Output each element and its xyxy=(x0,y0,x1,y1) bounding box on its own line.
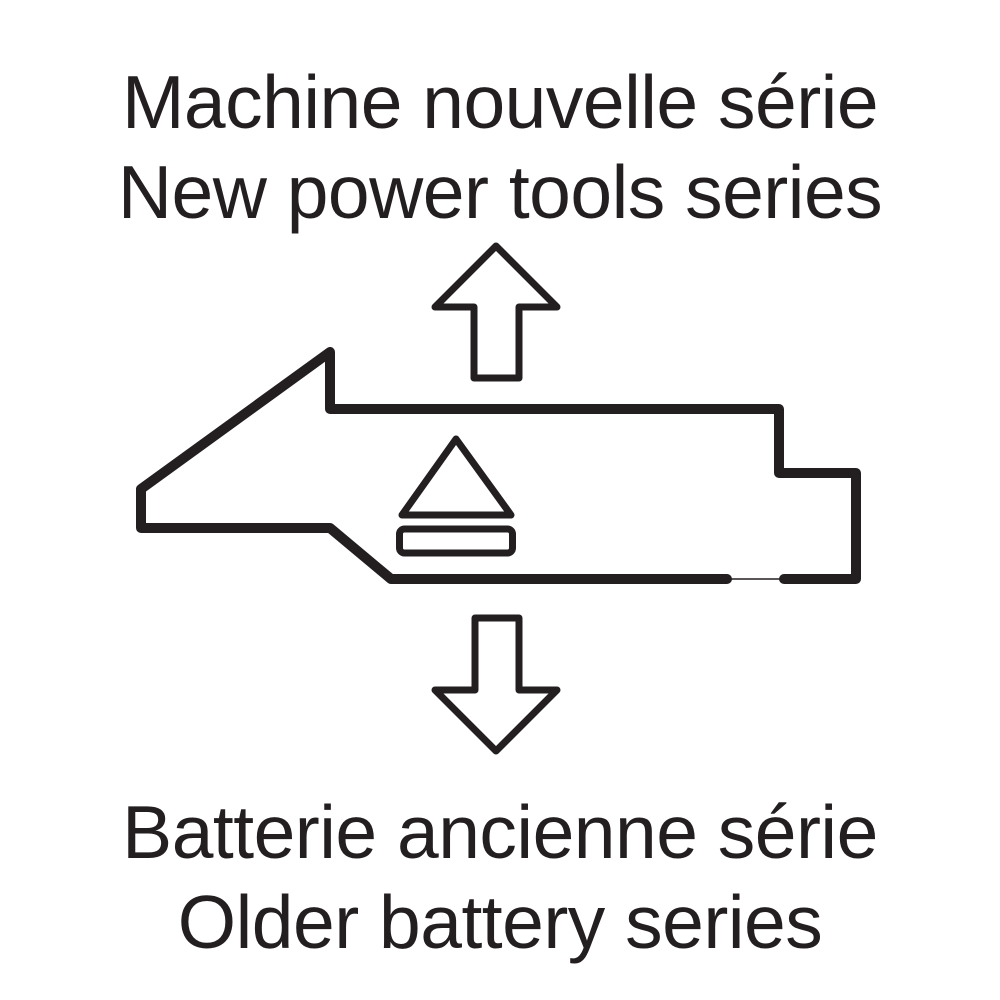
top-caption-french: Machine nouvelle série xyxy=(121,60,879,144)
bottom-caption-english: Older battery series xyxy=(177,880,823,964)
down-arrow-icon xyxy=(431,614,561,755)
top-caption-english: New power tools series xyxy=(117,150,883,234)
bottom-caption-french: Batterie ancienne série xyxy=(122,790,878,874)
eject-symbol-icon xyxy=(396,435,516,557)
top-caption: Machine nouvelle série New power tools s… xyxy=(0,57,1000,237)
battery-pack-icon xyxy=(136,347,861,584)
up-arrow-icon xyxy=(431,242,561,382)
bottom-caption: Batterie ancienne série Older battery se… xyxy=(0,787,1000,967)
eject-triangle-icon xyxy=(398,435,515,519)
eject-bar-icon xyxy=(396,525,516,557)
battery-outline xyxy=(136,347,861,584)
